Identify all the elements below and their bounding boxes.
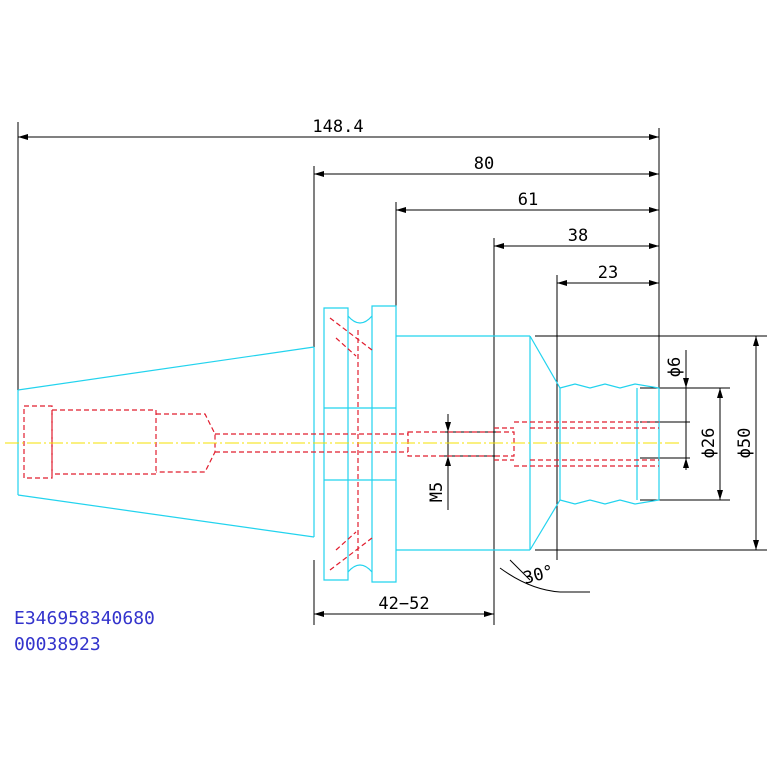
dim-length-61: 61 xyxy=(518,190,538,210)
code-line-1: E346958340680 xyxy=(14,608,155,629)
part-outline xyxy=(17,305,660,583)
dim-dia-26: ϕ26 xyxy=(699,428,719,459)
dim-range-42-52: 42−52 xyxy=(378,594,429,614)
dim-length-80: 80 xyxy=(474,154,494,174)
dim-angle-30: 30° xyxy=(521,562,556,589)
part-codes: E346958340680 00038923 xyxy=(14,608,155,655)
dim-overall-length: 148.4 xyxy=(312,117,363,137)
dim-length-38: 38 xyxy=(568,226,588,246)
dim-dia-50: ϕ50 xyxy=(735,428,755,459)
hidden-lines xyxy=(23,317,659,571)
dim-length-23: 23 xyxy=(598,263,618,283)
dim-dia-6: ϕ6 xyxy=(665,357,685,377)
dim-thread-m5: M5 xyxy=(427,482,447,502)
code-line-2: 00038923 xyxy=(14,634,101,655)
dimension-labels: 148.4 80 61 38 23 42−52 30° ϕ6 ϕ26 ϕ50 M… xyxy=(312,117,755,614)
